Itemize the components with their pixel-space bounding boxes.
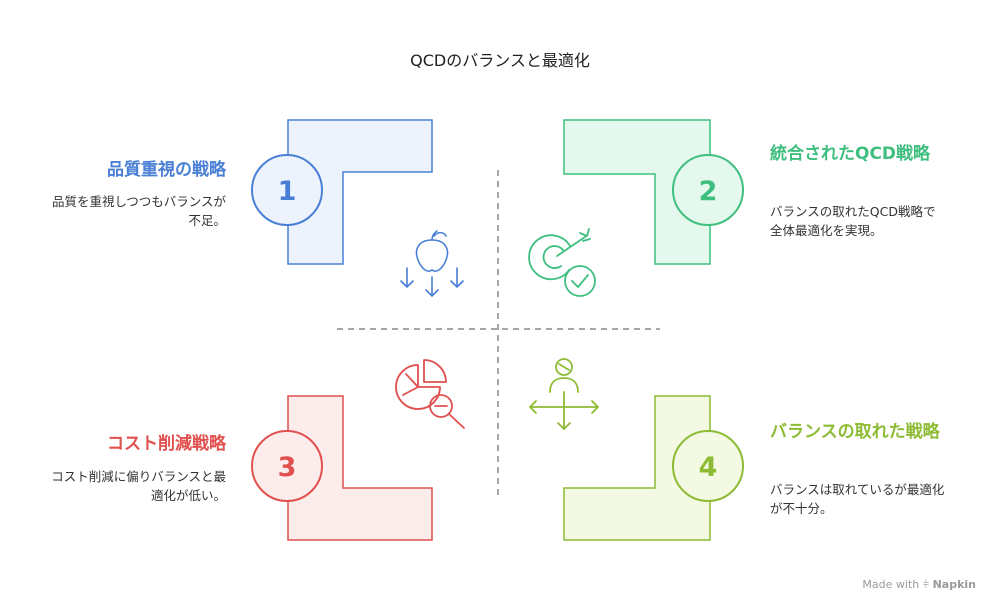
quadrant-3-title: コスト削減戦略 [107, 434, 226, 454]
quadrant-4-shape: 4 [563, 395, 744, 541]
watermark-text: Made with [862, 578, 920, 591]
quadrant-4-number: 4 [699, 452, 718, 483]
page-title: QCDのバランスと最適化 [410, 51, 590, 70]
arrows-cross-icon [529, 391, 599, 430]
person-icon [549, 358, 579, 393]
watermark-brand: Napkin [932, 578, 976, 591]
checkmark-circle-icon [564, 265, 596, 297]
target-icon [528, 228, 591, 281]
quadrant-2-badge [672, 154, 744, 226]
quadrant-1-shape: 1 [251, 119, 433, 265]
quadrant-3-badge [251, 430, 323, 502]
napkin-watermark[interactable]: Made with ⫩ Napkin [862, 578, 976, 592]
quadrant-3-number: 3 [278, 452, 297, 483]
quadrant-4-description: バランスは取れているが最適化が不十分。 [770, 482, 945, 516]
quadrant-2-number: 2 [699, 176, 718, 207]
quadrant-3-shape: 3 [251, 395, 433, 541]
quadrant-1-badge [251, 154, 323, 226]
quadrant-1-title: 品質重視の戦略 [107, 160, 226, 180]
arrows-down-icon [400, 267, 464, 297]
apple-icon [415, 230, 449, 272]
napkin-logo-icon: ⫩ [922, 578, 930, 591]
quadrant-1-number: 1 [278, 176, 297, 207]
quadrant-1-description: 品質を重視しつつもバランスが不足。 [51, 194, 226, 228]
quadrant-4-title: バランスの取れた戦略 [770, 422, 940, 442]
quadrant-4-badge [672, 430, 744, 502]
pie-chart-icon [395, 359, 447, 410]
quadrant-3-description: コスト削減に偏りバランスと最適化が低い。 [51, 469, 226, 503]
quadrant-2-title: 統合されたQCD戦略 [770, 144, 931, 164]
quadrant-2-shape: 2 [563, 119, 744, 265]
quadrant-2-description: バランスの取れたQCD戦略で全体最適化を実現。 [770, 204, 936, 238]
magnifier-icon [429, 394, 465, 429]
